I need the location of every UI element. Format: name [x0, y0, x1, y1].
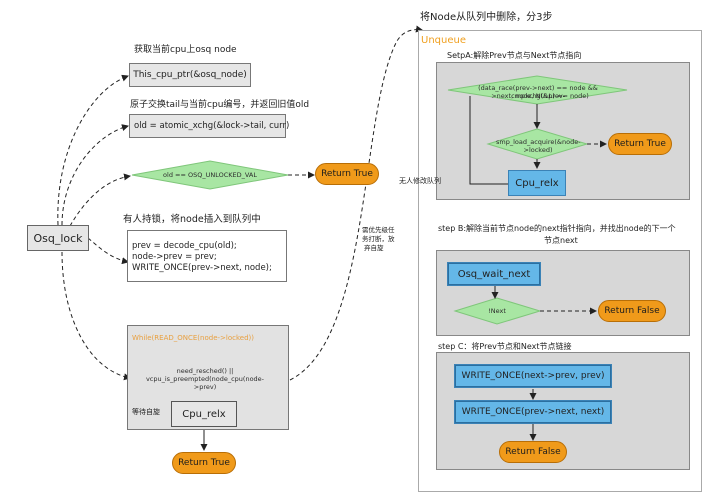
return-true-2-label: Return True: [178, 458, 230, 468]
stepB-osq-wait-next: Osq_wait_next: [447, 262, 541, 286]
step3-code-line-1: prev = decode_cpu(old);: [132, 241, 237, 251]
edge-while-to-unqueue: [289, 25, 423, 381]
stepC-caption: step C：将Prev节点和Next节点链接: [438, 342, 572, 351]
step1-box: This_cpu_ptr(&osq_node): [129, 63, 251, 87]
decision1-diamond: [131, 160, 289, 190]
decision2-text-line-2: vcpu_is_preempted(node_cpu(node->prev): [145, 375, 265, 391]
stepC-write-prev-next-label: WRITE_ONCE(prev->next, next): [461, 407, 605, 417]
stepC-write-prev-next: WRITE_ONCE(prev->next, next): [454, 400, 612, 424]
while-label: While(READ_ONCE(node->locked)): [132, 334, 254, 342]
stepA-decision1-line-1: (data_race(prev->next) == node && cmpxch…: [478, 84, 598, 100]
step3-code-line-3: WRITE_ONCE(prev->next, node);: [132, 263, 272, 273]
stepA-return-true: Return True: [608, 133, 672, 155]
step1-caption: 获取当前cpu上osq node: [134, 45, 237, 55]
step2-box: old = atomic_xchg(&lock->tail, curr): [129, 114, 290, 138]
unqueue-title: 将Node从队列中删除，分3步: [420, 12, 553, 23]
stepB-decision-text: !Next: [488, 307, 506, 315]
decision2-text-line-1: need_resched() ||: [176, 367, 234, 375]
step3-code-line-2: node->prev = prev;: [132, 252, 217, 262]
edge-note-line-1: 需优先级任: [362, 226, 395, 234]
stepA-cpu-relx: Cpu_relx: [508, 170, 566, 196]
stepA-return-true-label: Return True: [614, 139, 666, 149]
step2-code: old = atomic_xchg(&lock->tail, curr): [134, 120, 290, 131]
osq-lock-start: Osq_lock: [27, 225, 89, 251]
edge-start-to-step1: [57, 74, 129, 226]
stepC-write-next-prev-label: WRITE_ONCE(next->prev, prev): [461, 371, 605, 381]
cpu-relx-box: Cpu_relx: [171, 401, 237, 427]
stepB-caption-line-1: step B:解除当前节点node的next指针指向，并找出node的下一个: [438, 224, 676, 233]
unqueue-frame-title: Unqueue: [421, 35, 466, 46]
stepB-return-false-label: Return False: [604, 306, 660, 316]
return-true-1: Return True: [315, 163, 379, 185]
edge-start-to-decision1: [69, 173, 131, 227]
osq-lock-label: Osq_lock: [33, 231, 83, 245]
edge-start-to-step2: [61, 124, 129, 226]
stepA-decision2-line-2: >locked): [523, 146, 553, 154]
edge-start-to-step3: [87, 237, 129, 265]
stepB-osq-wait-next-label: Osq_wait_next: [457, 268, 531, 280]
step3-box: prev = decode_cpu(old); node->prev = pre…: [127, 230, 287, 282]
wait-label: 等待自旋: [132, 408, 160, 416]
stepC-return-false-label: Return False: [505, 447, 561, 457]
stepA-decision1-line-2: >next, node, NULL) == node): [491, 92, 589, 100]
edge-note-line-3: 弃自旋: [364, 244, 384, 252]
side-note: 无人修改队列: [399, 177, 441, 185]
cpu-relx-label: Cpu_relx: [182, 408, 226, 420]
stepA-cpu-relx-label: Cpu_relx: [515, 177, 559, 189]
edge-note-line-2: 务打断，放: [362, 235, 395, 243]
stepB-caption-line-2: 节点next: [544, 236, 578, 245]
edge-start-to-decision2: [61, 251, 131, 381]
stepA-decision2-line-1: smp_load_acquire(&node-: [496, 138, 581, 146]
stepB-return-false: Return False: [598, 300, 666, 322]
stepC-write-next-prev: WRITE_ONCE(next->prev, prev): [454, 364, 612, 388]
step1-code: This_cpu_ptr(&osq_node): [133, 69, 247, 80]
return-true-1-label: Return True: [321, 169, 373, 179]
step3-caption: 有人持锁，将node插入到队列中: [123, 214, 261, 225]
return-true-2: Return True: [172, 452, 236, 474]
step2-caption: 原子交换tail与当前cpu编号，并返回旧值old: [130, 100, 310, 110]
decision1-text: old == OSQ_UNLOCKED_VAL: [163, 171, 257, 179]
stepA-caption: SetpA:解除Prev节点与Next节点指向: [447, 51, 582, 60]
stepC-return-false: Return False: [499, 441, 567, 463]
